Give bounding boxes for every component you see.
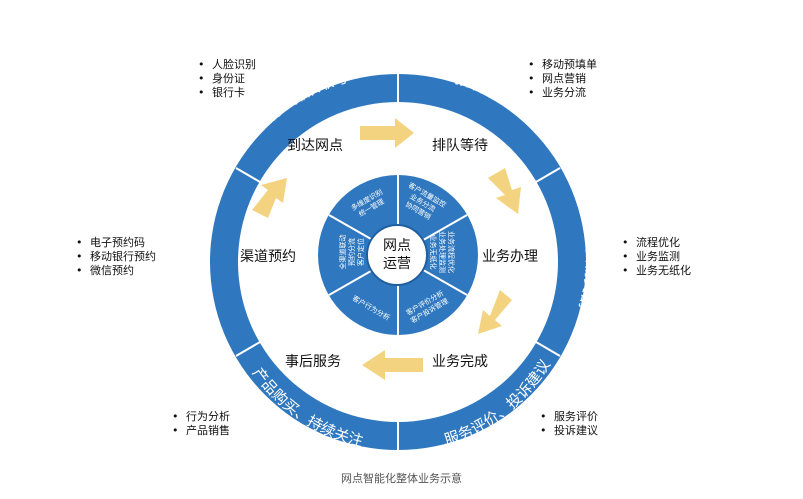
inner-label-1: 业务流程优化 业务处理监测 业务无纸化 (429, 231, 456, 273)
list-item: •人脸识别 (198, 58, 256, 71)
list-item: •业务无纸化 (622, 264, 691, 277)
list-item: •业务分流 (528, 86, 586, 99)
inner-ring-separators (328, 175, 468, 335)
svg-text:预约分流: 预约分流 (347, 238, 356, 266)
arrow-queue-to-handle (488, 168, 521, 214)
list-item: •网点营销 (528, 72, 586, 85)
list-item: •投诉建议 (540, 424, 598, 437)
list-item: •流程优化 (622, 236, 680, 249)
list-item: •电子预约码 (76, 236, 145, 249)
stage-complete: 业务完成 (432, 354, 488, 370)
arrow-arrive-to-queue (360, 118, 414, 148)
list-item: •微信预约 (76, 264, 134, 277)
bullets-left: •电子预约码 •移动银行预约 •微信预约 (76, 236, 156, 278)
list-item: •移动银行预约 (76, 250, 156, 263)
bullets-bottom-right: •服务评价 •投诉建议 (540, 410, 598, 438)
list-item: •银行卡 (198, 86, 245, 99)
list-item: •行为分析 (172, 410, 230, 423)
arrow-handle-to-complete (478, 290, 512, 334)
svg-text:全渠道联动: 全渠道联动 (338, 235, 347, 270)
figure-caption: 网点智能化整体业务示意 (341, 472, 462, 485)
stage-arrive: 到达网点 (287, 138, 343, 154)
stage-reserve: 渠道预约 (240, 249, 296, 265)
list-item: •身份证 (198, 72, 245, 85)
stage-queue: 排队等待 (432, 137, 488, 154)
list-item: •产品销售 (172, 424, 230, 437)
bullets-bottom-left: •行为分析 •产品销售 (172, 410, 230, 438)
svg-text:业务无纸化: 业务无纸化 (429, 235, 438, 270)
arrow-complete-to-after (362, 350, 423, 380)
arrow-reserve-to-arrive (252, 178, 287, 218)
bullets-top-left: •人脸识别 •身份证 •银行卡 (198, 58, 256, 100)
svg-text:业务处理监测: 业务处理监测 (438, 231, 447, 273)
list-item: •业务监测 (622, 250, 680, 263)
stage-handle: 业务办理 (482, 249, 538, 265)
stage-after: 事后服务 (285, 354, 341, 370)
svg-text:业务流程优化: 业务流程优化 (447, 231, 456, 273)
center-text-line2: 运营 (383, 256, 411, 272)
bullets-top-right: •移动预填单 •网点营销 •业务分流 (528, 58, 597, 100)
outer-ring-separators (235, 74, 561, 450)
bullets-right: •流程优化 •业务监测 •业务无纸化 (622, 236, 691, 278)
svg-text:客户定位: 客户定位 (356, 238, 365, 266)
list-item: •服务评价 (540, 410, 598, 423)
center-text-line1: 网点 (383, 238, 411, 254)
center-circle (366, 224, 428, 286)
list-item: •移动预填单 (528, 58, 597, 71)
inner-label-4: 全渠道联动 预约分流 客户定位 (338, 235, 365, 270)
